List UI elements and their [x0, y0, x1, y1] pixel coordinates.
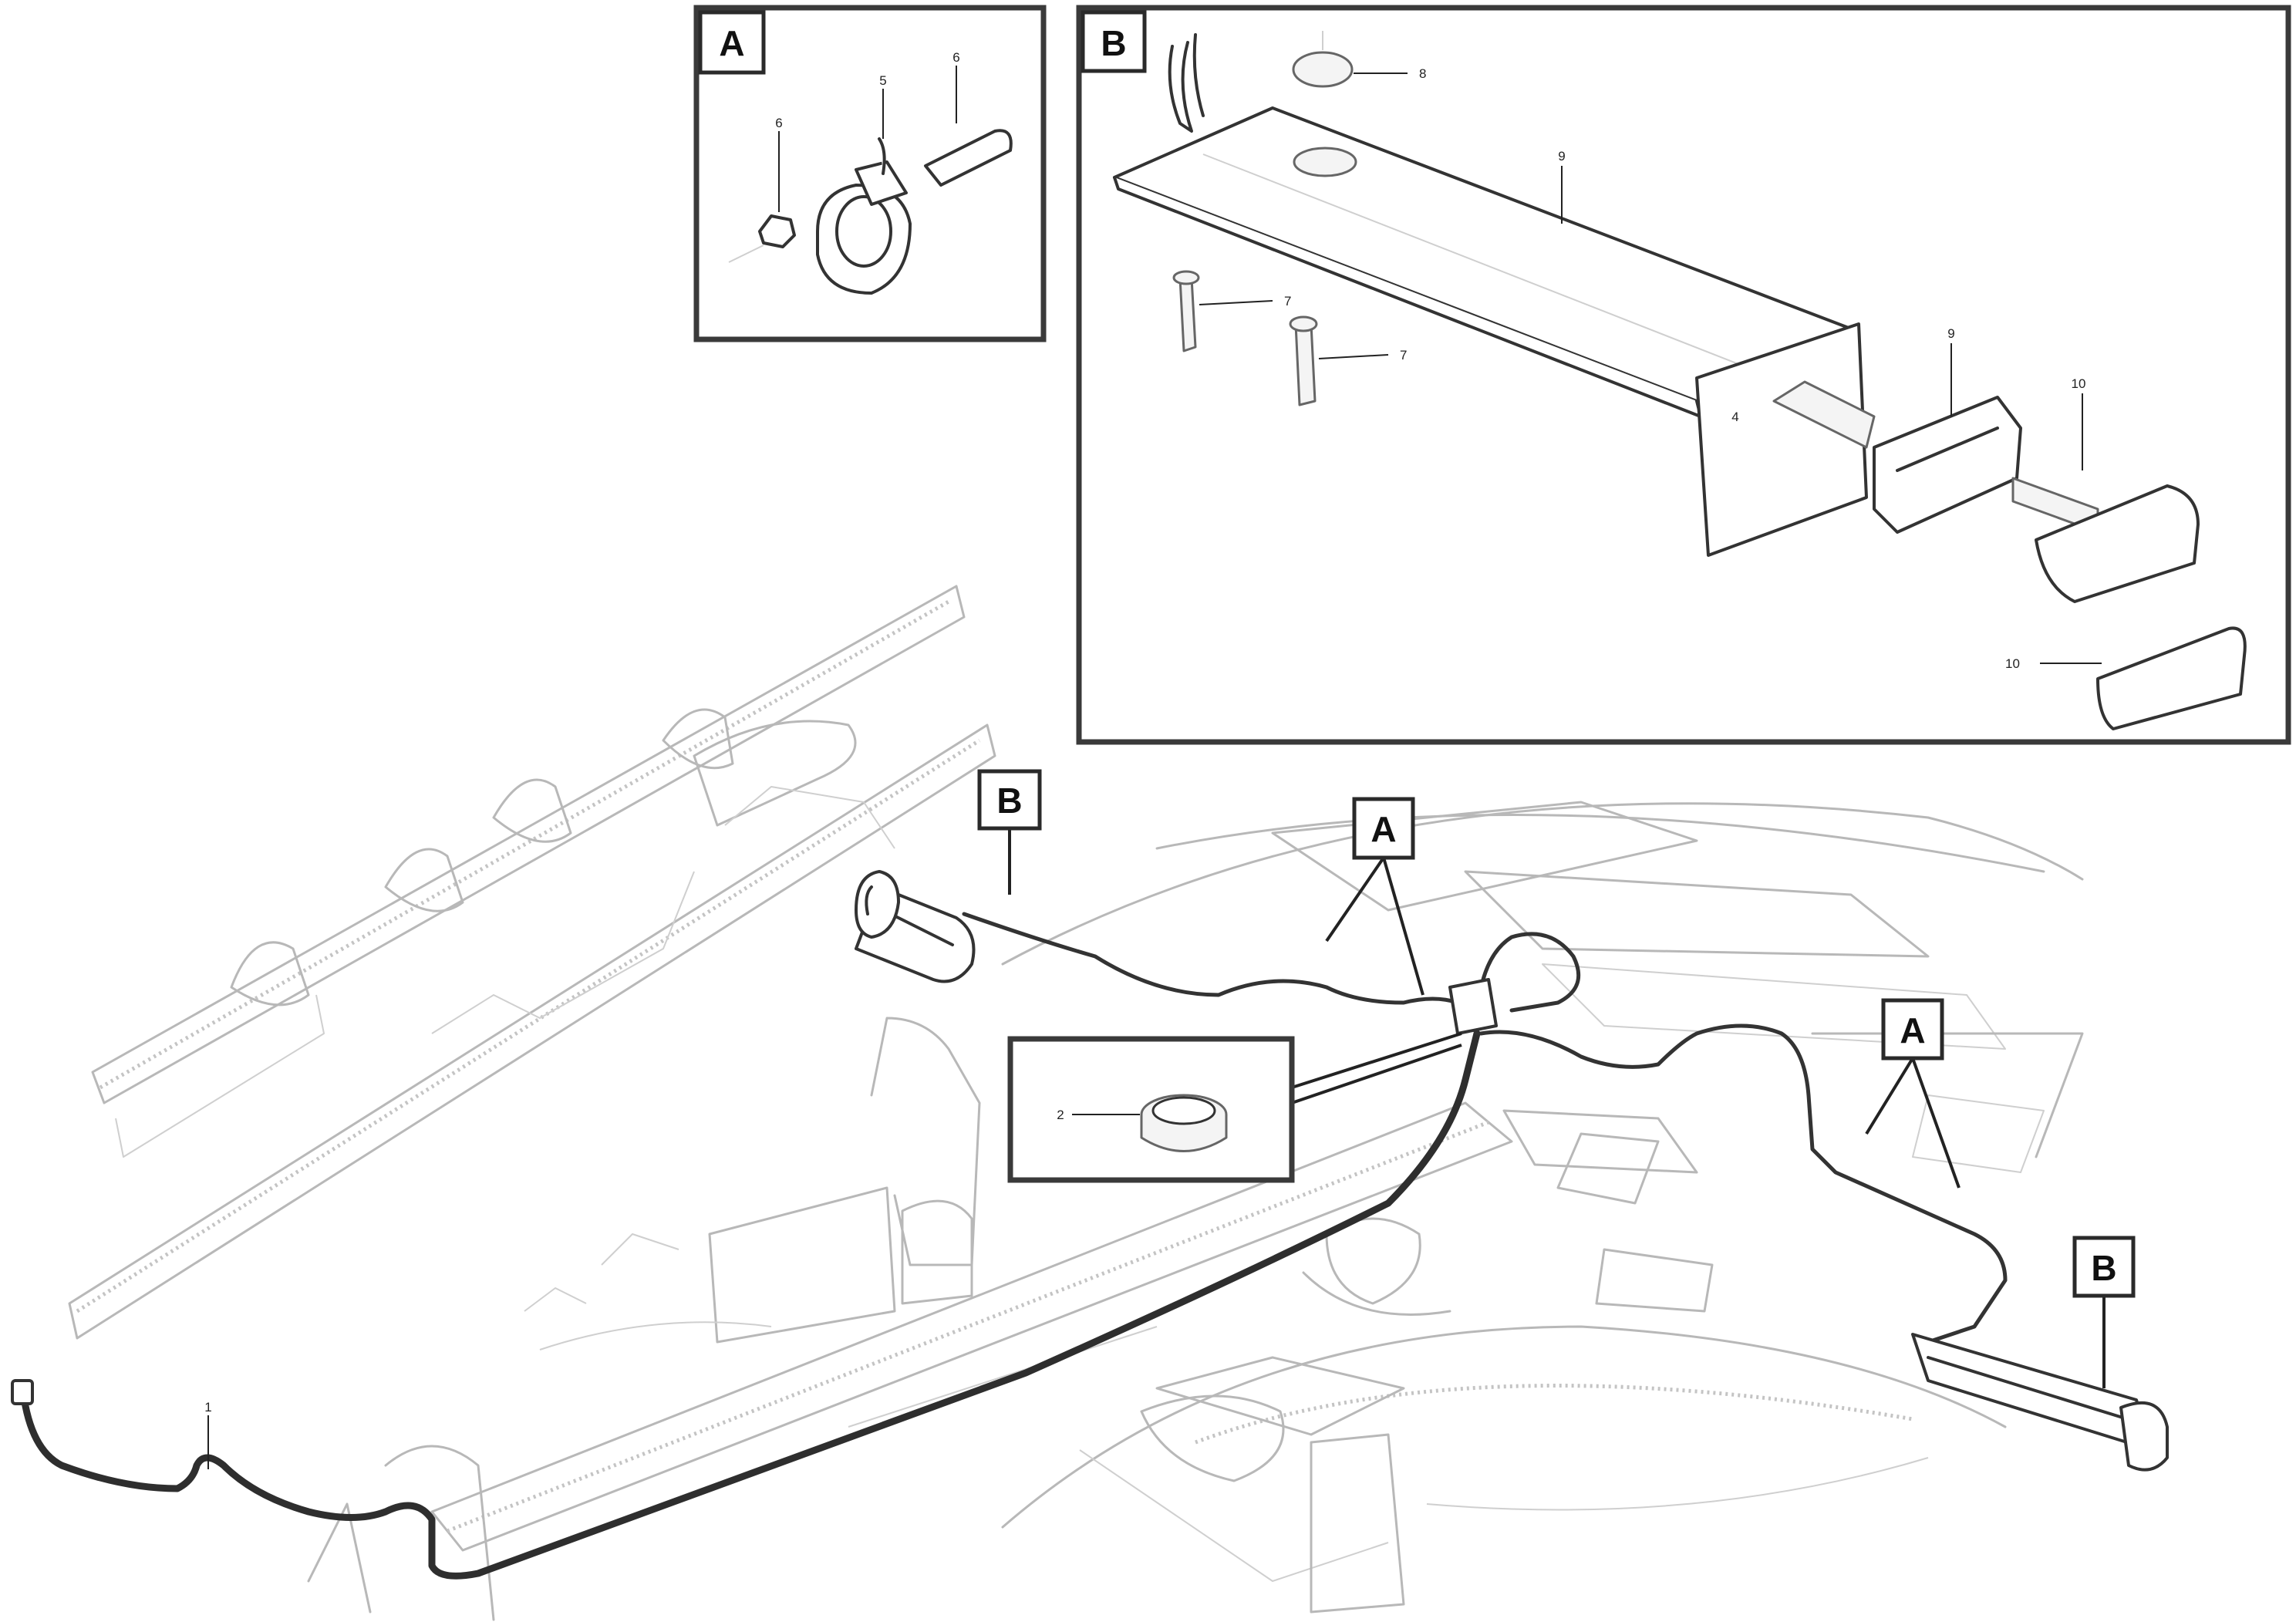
svg-text:6: 6 — [952, 50, 959, 65]
grommet-inset: 2 — [1007, 1036, 1295, 1183]
main-assembly — [11, 870, 2169, 1580]
part-label-harness: 1 — [204, 1400, 212, 1469]
svg-text:10: 10 — [2072, 376, 2086, 391]
detail-b-tag: B — [1081, 10, 1147, 73]
svg-text:10: 10 — [2005, 656, 2020, 671]
svg-text:5: 5 — [879, 73, 886, 88]
callout-tag-main-b-right[interactable]: B — [2072, 1236, 2136, 1298]
svg-text:9: 9 — [1558, 149, 1565, 164]
detail-b-panel: B — [1076, 5, 2291, 745]
marker-lamp-icon — [1772, 380, 2247, 730]
svg-text:A: A — [719, 23, 744, 63]
svg-text:A: A — [1900, 1010, 1925, 1050]
clamp-icon — [758, 129, 1013, 295]
svg-text:7: 7 — [1284, 294, 1291, 309]
callout-tag-main-a-top[interactable]: A — [1352, 797, 1415, 860]
harness-connector-end — [11, 1379, 34, 1405]
screw-icons — [1172, 270, 1318, 406]
svg-text:6: 6 — [775, 116, 782, 130]
detail-a-tag: A — [698, 10, 766, 75]
svg-text:1: 1 — [204, 1400, 211, 1415]
svg-text:9: 9 — [1947, 326, 1954, 341]
upper-harness-branch — [962, 912, 1479, 1036]
main-harness-cable — [19, 1030, 1481, 1580]
background-machine-outline — [68, 585, 2084, 1621]
end-plate — [1695, 322, 1868, 557]
grommet-icon — [1140, 1094, 1228, 1152]
svg-text:7: 7 — [1400, 348, 1407, 363]
svg-text:B: B — [996, 781, 1022, 821]
svg-text:8: 8 — [1419, 66, 1426, 81]
right-harness-branch — [1478, 1023, 2008, 1344]
junction-loop — [1475, 932, 1581, 1020]
left-marker-lamp-assembly — [855, 870, 976, 983]
svg-text:B: B — [2091, 1248, 2116, 1288]
svg-text:4: 4 — [1731, 410, 1738, 424]
svg-text:2: 2 — [1057, 1108, 1064, 1122]
svg-text:B: B — [1101, 23, 1126, 63]
callout-tag-main-a-right[interactable]: A — [1881, 998, 1944, 1061]
junction-bracket — [1448, 978, 1498, 1035]
detail-a-panel: A 6 5 6 — [693, 5, 1047, 342]
callout-tag-main-b-top[interactable]: B — [977, 769, 1042, 831]
right-marker-lamp-assembly — [1911, 1333, 2169, 1472]
nut-icon — [1292, 31, 1357, 177]
callout-leaders — [1008, 828, 2106, 1388]
svg-text:A: A — [1371, 809, 1396, 849]
